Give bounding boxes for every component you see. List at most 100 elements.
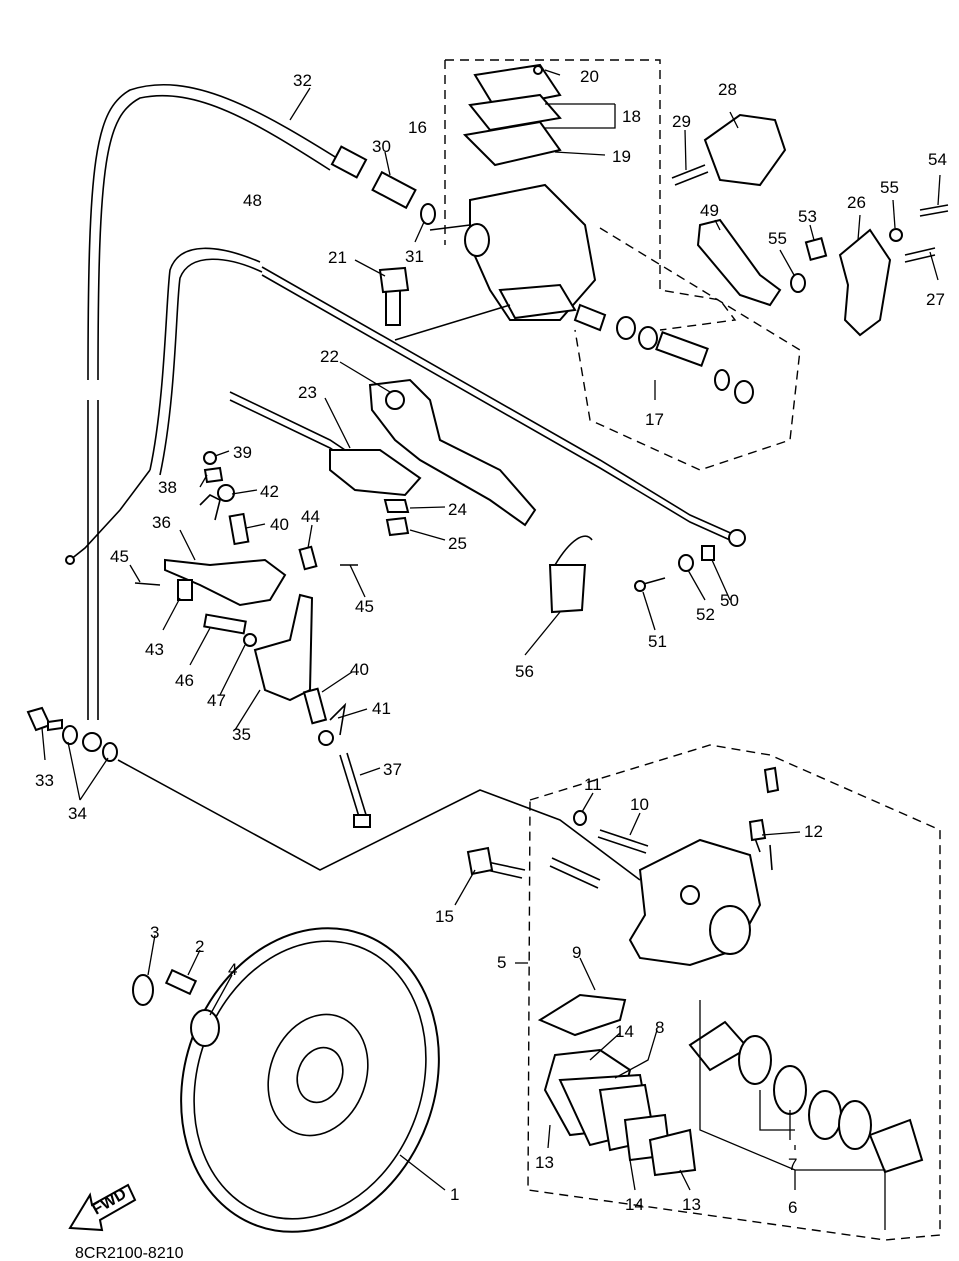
callout-15: 15 bbox=[435, 907, 454, 926]
caliper-pistons bbox=[688, 1020, 924, 1174]
linkage-assembly bbox=[134, 451, 371, 828]
callout-33: 33 bbox=[35, 771, 54, 790]
callout-14a: 14 bbox=[615, 1022, 634, 1041]
callout-42: 42 bbox=[260, 482, 279, 501]
callout-54: 54 bbox=[928, 150, 947, 169]
drawing-code: 8CR2100-8210 bbox=[75, 1245, 184, 1261]
small-parts bbox=[548, 535, 715, 614]
callout-55b: 55 bbox=[880, 178, 899, 197]
callout-46: 46 bbox=[175, 671, 194, 690]
callout-27: 27 bbox=[926, 290, 945, 309]
banjo-fitting bbox=[26, 706, 118, 762]
callout-44: 44 bbox=[301, 507, 320, 526]
callout-43: 43 bbox=[145, 640, 164, 659]
callout-7: 7 bbox=[788, 1155, 797, 1174]
callout-14b: 14 bbox=[625, 1195, 644, 1214]
pedal-49 bbox=[696, 218, 782, 307]
master-cylinder bbox=[462, 63, 597, 321]
callout-39: 39 bbox=[233, 443, 252, 462]
rod-37 bbox=[339, 754, 361, 821]
callout-51: 51 bbox=[648, 632, 667, 651]
washer-24 bbox=[383, 499, 410, 513]
callout-38: 38 bbox=[158, 478, 177, 497]
callout-36: 36 bbox=[152, 513, 171, 532]
callout-10: 10 bbox=[630, 795, 649, 814]
cable-48 bbox=[149, 247, 261, 471]
callout-48: 48 bbox=[243, 191, 262, 210]
callout-1: 1 bbox=[450, 1185, 459, 1204]
callout-25: 25 bbox=[448, 534, 467, 553]
lever-bracket-23 bbox=[329, 449, 422, 497]
switch-28 bbox=[703, 113, 787, 187]
callout-35: 35 bbox=[232, 725, 251, 744]
callout-50: 50 bbox=[720, 591, 739, 610]
diaphragm-18 bbox=[468, 93, 562, 132]
hose-line bbox=[117, 759, 641, 881]
brake-pads bbox=[537, 993, 697, 1177]
callout-11: 11 bbox=[584, 775, 602, 794]
callout-6: 6 bbox=[788, 1198, 797, 1217]
callout-13b: 13 bbox=[682, 1195, 701, 1214]
callout-28: 28 bbox=[718, 80, 737, 99]
callout-49: 49 bbox=[700, 201, 719, 220]
callout-40b: 40 bbox=[350, 660, 369, 679]
callout-34: 34 bbox=[68, 804, 87, 823]
lever-22 bbox=[368, 378, 537, 527]
tag-56 bbox=[548, 564, 587, 614]
callout-9: 9 bbox=[572, 943, 581, 962]
callout-18: 18 bbox=[622, 107, 641, 126]
callout-31: 31 bbox=[405, 247, 424, 266]
callout-22: 22 bbox=[320, 347, 339, 366]
callout-19: 19 bbox=[612, 147, 631, 166]
callout-8: 8 bbox=[655, 1018, 664, 1037]
bracket-26 bbox=[838, 228, 892, 337]
callout-20: 20 bbox=[580, 67, 599, 86]
brake-cables bbox=[65, 83, 746, 720]
callout-21: 21 bbox=[328, 248, 347, 267]
brake-lever-assembly bbox=[229, 266, 537, 537]
callout-12: 12 bbox=[804, 822, 823, 841]
callout-3: 3 bbox=[150, 923, 159, 942]
callout-24: 24 bbox=[448, 500, 467, 519]
callout-55a: 55 bbox=[768, 229, 787, 248]
brake-caliper bbox=[466, 766, 780, 967]
callout-23: 23 bbox=[298, 383, 317, 402]
callout-47: 47 bbox=[207, 691, 226, 710]
callout-45a: 45 bbox=[110, 547, 129, 566]
callout-53: 53 bbox=[798, 207, 817, 226]
callout-37: 37 bbox=[383, 760, 402, 779]
callout-labels: 1 2 3 4 5 6 7 8 9 10 11 12 13 13 14 14 1… bbox=[35, 67, 947, 1217]
leader-lines bbox=[41, 69, 941, 1230]
callout-41: 41 bbox=[372, 699, 391, 718]
callout-16: 16 bbox=[408, 118, 427, 137]
callout-13a: 13 bbox=[535, 1153, 554, 1172]
callout-45b: 45 bbox=[355, 597, 374, 616]
cable-adjuster bbox=[330, 145, 436, 225]
callout-56: 56 bbox=[515, 662, 534, 681]
piston-kit bbox=[573, 303, 754, 404]
callout-30: 30 bbox=[372, 137, 391, 156]
cable-32 bbox=[87, 83, 341, 381]
caliper-group-boundary bbox=[527, 744, 941, 1241]
nut-25 bbox=[385, 516, 410, 537]
pedal-assembly-right bbox=[671, 113, 949, 337]
master-cylinder-body bbox=[469, 183, 597, 321]
fwd-arrow: FWD bbox=[68, 1183, 137, 1232]
callout-32: 32 bbox=[293, 71, 312, 90]
callout-17: 17 bbox=[645, 410, 664, 429]
master-cylinder-group-boundary bbox=[445, 59, 737, 331]
cable-end bbox=[69, 469, 151, 561]
callout-52: 52 bbox=[696, 605, 715, 624]
callout-40a: 40 bbox=[270, 515, 289, 534]
arm-35 bbox=[253, 593, 314, 702]
arm-36 bbox=[164, 558, 287, 607]
callout-26: 26 bbox=[847, 193, 866, 212]
brake-disc bbox=[132, 927, 440, 1233]
assembly-boundaries bbox=[444, 59, 941, 1241]
piston-kit-boundary bbox=[574, 227, 801, 471]
callout-2: 2 bbox=[195, 937, 204, 956]
callout-29: 29 bbox=[672, 112, 691, 131]
gasket-19 bbox=[462, 120, 562, 167]
